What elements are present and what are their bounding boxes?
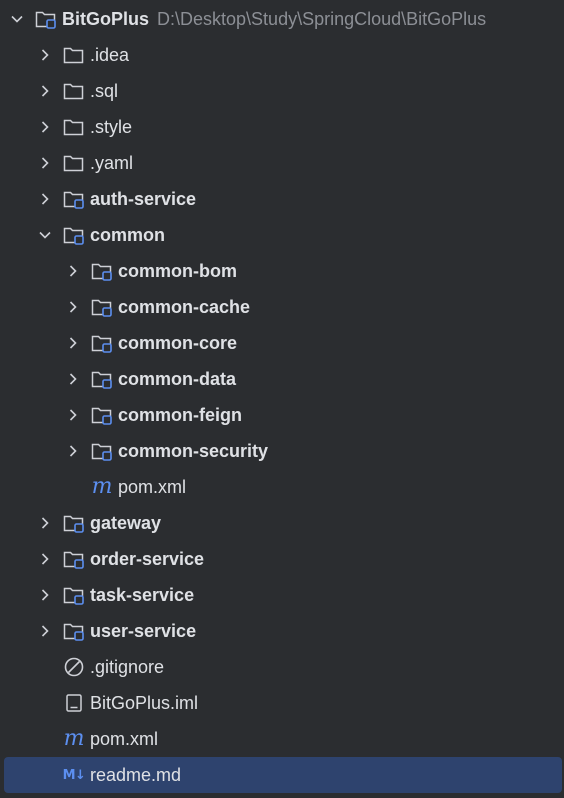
tree-row-pom[interactable]: m pom.xml <box>0 721 564 757</box>
chevron-right-icon[interactable] <box>66 408 80 422</box>
maven-icon: m <box>63 726 85 751</box>
module-folder-icon <box>62 619 86 643</box>
module-folder-icon <box>62 511 86 535</box>
module-folder-icon <box>90 403 114 427</box>
module-folder-icon <box>62 187 86 211</box>
chevron-right-icon[interactable] <box>66 444 80 458</box>
chevron-right-icon[interactable] <box>66 264 80 278</box>
chevron-right-icon[interactable] <box>66 300 80 314</box>
tree-row-common-security[interactable]: common-security <box>0 433 564 469</box>
tree-item-label: .idea <box>90 44 130 65</box>
chevron-right-icon[interactable] <box>38 624 52 638</box>
tree-row-gitignore[interactable]: .gitignore <box>0 649 564 685</box>
root-path: D:\Desktop\Study\SpringCloud\BitGoPlus <box>157 8 487 29</box>
tree-item-label: .yaml <box>90 152 134 173</box>
chevron-right-icon[interactable] <box>38 156 52 170</box>
tree-item-label: gateway <box>90 512 162 533</box>
tree-item-label: common-feign <box>118 404 242 425</box>
tree-row-order-service[interactable]: order-service <box>0 541 564 577</box>
folder-icon <box>62 115 86 139</box>
tree-row-readme[interactable]: M↓ readme.md <box>4 757 562 793</box>
folder-icon <box>62 43 86 67</box>
tree-item-label: common-bom <box>118 260 237 281</box>
tree-item-label: user-service <box>90 620 197 641</box>
maven-icon: m <box>91 474 113 499</box>
tree-item-label: order-service <box>90 548 205 569</box>
tree-row-common[interactable]: common <box>0 217 564 253</box>
chevron-right-icon[interactable] <box>66 372 80 386</box>
module-folder-icon <box>62 223 86 247</box>
tree-row-common-data[interactable]: common-data <box>0 361 564 397</box>
tree-row-common-core[interactable]: common-core <box>0 325 564 361</box>
chevron-right-icon[interactable] <box>66 336 80 350</box>
markdown-icon: M↓ <box>62 767 86 783</box>
module-folder-icon <box>90 367 114 391</box>
tree-item-label: pom.xml <box>90 728 159 749</box>
folder-icon <box>62 79 86 103</box>
chevron-right-icon[interactable] <box>38 552 52 566</box>
chevron-down-icon[interactable] <box>10 12 24 26</box>
tree-row-style[interactable]: .style <box>0 109 564 145</box>
module-folder-icon <box>34 7 58 31</box>
chevron-right-icon[interactable] <box>38 192 52 206</box>
tree-item-label: pom.xml <box>118 476 187 497</box>
tree-item-label: common-data <box>118 368 237 389</box>
tree-row-idea[interactable]: .idea <box>0 37 564 73</box>
module-folder-icon <box>90 331 114 355</box>
module-folder-icon <box>90 259 114 283</box>
tree-row-common-feign[interactable]: common-feign <box>0 397 564 433</box>
tree-item-label: common <box>90 224 166 245</box>
module-folder-icon <box>62 583 86 607</box>
tree-item-label: readme.md <box>90 764 182 785</box>
tree-row-sql[interactable]: .sql <box>0 73 564 109</box>
chevron-right-icon[interactable] <box>38 516 52 530</box>
module-folder-icon <box>90 439 114 463</box>
module-folder-icon <box>62 547 86 571</box>
tree-row-yaml[interactable]: .yaml <box>0 145 564 181</box>
chevron-down-icon[interactable] <box>38 228 52 242</box>
folder-icon <box>62 151 86 175</box>
chevron-right-icon[interactable] <box>38 120 52 134</box>
tree-row-common-pom[interactable]: m pom.xml <box>0 469 564 505</box>
tree-row-root[interactable]: BitGoPlus D:\Desktop\Study\SpringCloud\B… <box>0 1 564 37</box>
ignore-file-icon <box>62 655 86 679</box>
tree-item-label: common-security <box>118 440 269 461</box>
tree-item-label: common-cache <box>118 296 251 317</box>
tree-row-user-service[interactable]: user-service <box>0 613 564 649</box>
iml-file-icon <box>62 691 86 715</box>
tree-row-iml[interactable]: BitGoPlus.iml <box>0 685 564 721</box>
root-name: BitGoPlus <box>62 8 150 29</box>
tree-item-label: BitGoPlus.iml <box>90 692 199 713</box>
chevron-right-icon[interactable] <box>38 588 52 602</box>
tree-item-label: task-service <box>90 584 195 605</box>
module-folder-icon <box>90 295 114 319</box>
tree-item-label: common-core <box>118 332 238 353</box>
tree-item-label: auth-service <box>90 188 197 209</box>
tree-row-common-bom[interactable]: common-bom <box>0 253 564 289</box>
tree-row-common-cache[interactable]: common-cache <box>0 289 564 325</box>
tree-item-label: .style <box>90 116 133 137</box>
tree-item-label: .gitignore <box>90 656 165 677</box>
chevron-right-icon[interactable] <box>38 48 52 62</box>
tree-item-label: .sql <box>90 80 119 101</box>
chevron-right-icon[interactable] <box>38 84 52 98</box>
tree-row-task-service[interactable]: task-service <box>0 577 564 613</box>
tree-row-auth-service[interactable]: auth-service <box>0 181 564 217</box>
tree-row-gateway[interactable]: gateway <box>0 505 564 541</box>
